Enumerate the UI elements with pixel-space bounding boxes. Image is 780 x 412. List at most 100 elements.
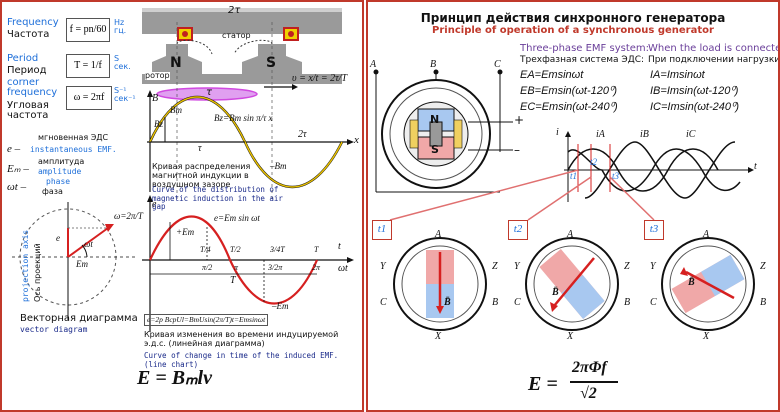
corner-en: corner frequency [7,77,58,98]
load-row-b: IB=Imsin(ωt-120⁰) [650,85,739,97]
graph1-x-arrowhead [347,139,354,145]
rotor-shaft [429,121,443,147]
machine-pole-s: S [431,143,439,156]
cs3-label-c: C [650,297,657,308]
cs2-bvec: B̄ [552,287,559,298]
wave-t-label: t [754,161,757,172]
cs3-bvec: B̄ [688,277,695,288]
load-row-a: IA=Imsinωt [650,69,705,81]
wave-t2-label: t2 [590,157,598,167]
graph1-x-axis-label: x [354,134,359,146]
machine-minus: – [514,143,520,157]
vector-em-label: Em [76,259,88,269]
period-formula-box: T = 1/f [66,54,110,78]
emf-header-ru: Трехфазная система ЭДС: [520,55,645,65]
wave-ia [567,148,719,192]
graph1-caption-en: Curve of the distribution of magnetic in… [152,185,283,212]
graph2-tickw-3: 3/2π [268,263,283,272]
graph1-caption-ru: Кривая распределения магнитной индукции … [152,162,251,190]
cs1-label-z: Z [492,261,498,272]
wave-ib-label: iB [640,129,649,140]
graph2-t-axis: t [338,241,341,252]
wave-t1-label: t1 [570,171,578,181]
left-panel: Frequency Частота f = pn/60 Hz гц. Perio… [0,0,364,412]
period-en: Period [7,53,39,64]
cs3-label-a: A [703,229,710,240]
period-ru: Период [7,65,47,76]
graph1-bm: Bm [170,105,182,115]
cs1-label-y: Y [380,261,386,272]
pole-n: N [170,55,182,71]
machine-label-a: A [370,59,377,70]
rotor-coil-left [409,119,419,149]
graph2-sine [149,215,319,305]
graph2-caption-ru: Кривая изменения во времени индуцируемой… [144,330,339,349]
time-box-t2: t2 [508,220,528,240]
em-symbol: Eₘ – [7,163,29,175]
cs2-label-z: Z [624,261,630,272]
wave-ia-label: iA [596,129,605,140]
time-box-t3: t3 [644,220,664,240]
two-tau-top: 2τ [228,5,241,16]
wave-i-label: i [556,127,559,138]
right-formula-den: √2 [580,385,597,402]
period-unit: S сек. [114,54,131,71]
wt-en: phase [46,177,71,186]
terminal-b [433,69,439,75]
frequency-ru: Частота [7,29,50,40]
wave-t-arrowhead [748,167,754,173]
left-formula: E = Bₘlv [137,367,212,389]
graph2-tick-3t4: 3/4T [270,245,285,254]
flux-line [233,39,273,55]
cross-section-t2 [525,237,619,331]
right-formula-num: 2πΦf [572,359,607,376]
wt-symbol: ωt – [7,181,27,193]
e-en: instantaneous EMF. [30,145,117,154]
cs2-label-x: X [567,331,574,342]
cs2-label-y: Y [514,261,520,272]
cs1-label-a: A [435,229,442,240]
right-panel: Принцип действия синхронного генератора … [366,0,780,412]
emf-header-en: Three-phase EMF system: [520,43,650,54]
load-header-en: When the load is connected: [648,43,780,54]
graph2-tickw-1: π/2 [202,263,213,272]
t3-connector [609,176,655,221]
flux-line [176,39,213,55]
t2-connector [527,176,592,221]
load-header-ru: При подключении нагрузки: [648,55,780,65]
terminal-c [497,69,503,75]
wave-ic [567,148,741,192]
stator-top-hatch [142,8,342,12]
cs2-label-a: A [567,229,574,240]
graph1-two-tau: 2τ [298,129,307,140]
wave-i-arrowhead [565,131,571,137]
graph2-neg-em: –Em [272,301,289,311]
graph2-y-arrowhead [147,195,153,202]
frequency-formula: f = pn/60 [69,24,107,35]
machine-label-b: B [430,59,437,70]
period-formula: T = 1/f [74,60,102,71]
corner-formula-box: ω = 2πf [66,86,112,110]
vector-em-arrowhead [105,224,114,232]
em-en: amplitude [38,167,82,176]
graph2-tickw-4: 2π [312,263,321,272]
cs3-label-y: Y [650,261,656,272]
graph2-wt-axis: ωt [338,263,348,274]
t1-connector [389,169,579,221]
speed-arrowhead [292,84,298,90]
right-title-ru: Принцип действия синхронного генератора [420,11,726,25]
frequency-formula-box: f = pn/60 [66,18,110,42]
cross-section-t3 [661,237,755,331]
load-row-c: IC=Imsin(ωt-240⁰) [650,101,740,113]
machine-pole-n: N [430,113,440,126]
graph2-tick-t4: T/4 [200,245,211,254]
right-title-en: Principle of operation of a synchronous … [432,25,714,36]
coil-left-dot [182,31,188,37]
frequency-unit: Hz гц. [114,18,127,35]
emf-row-a: EA=Emsinωt [520,69,584,81]
vector-axis-en: projection axis [21,229,30,302]
cs2-label-b: B [624,297,631,308]
graph2-x-arrowhead [347,257,354,263]
e-ru: мгновенная ЭДС [38,133,109,142]
graph1-bz: Bz [154,119,163,129]
